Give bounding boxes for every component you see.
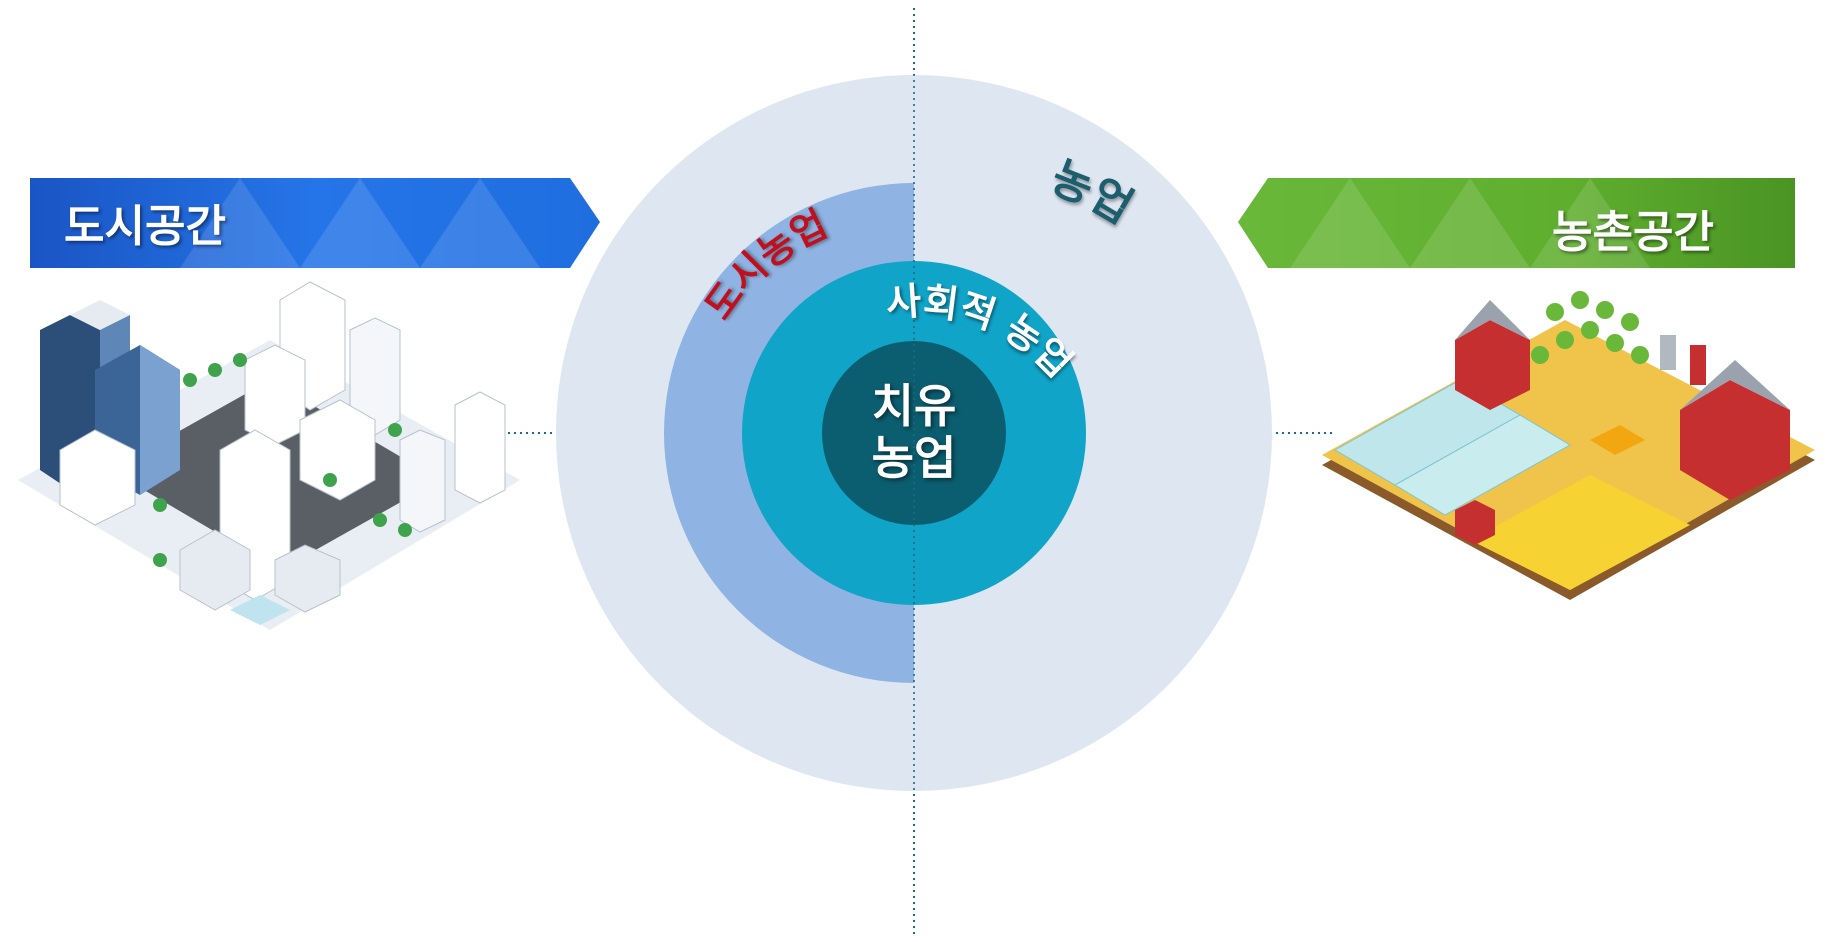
city-buildings-illustration [18,281,520,630]
ring-healing-agriculture [822,341,1006,525]
label-healing-agriculture: 치유 농업 [814,380,1014,484]
left-banner-label: 도시공간 [64,201,226,252]
right-banner [1238,178,1795,268]
farm-illustration [1322,291,1815,600]
left-banner [30,178,600,268]
healing-label-line1: 치유 [871,379,957,433]
right-banner-label: 농촌공간 [1552,207,1714,258]
healing-label-line2: 농업 [871,431,957,485]
